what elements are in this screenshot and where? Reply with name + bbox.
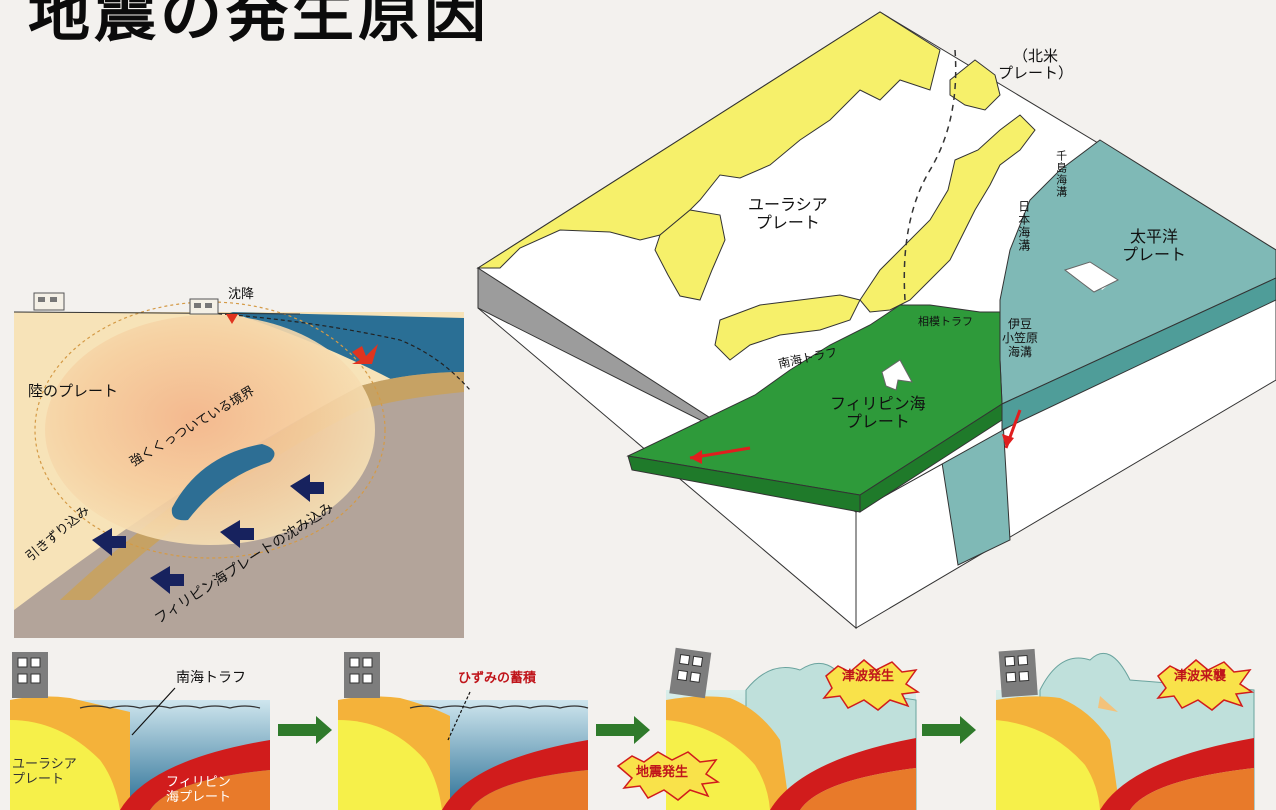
navy-arrow-icon <box>92 528 126 556</box>
building-icon <box>344 652 380 698</box>
philippine-motion-arrow-icon <box>881 359 913 391</box>
sequence-panels <box>10 647 1255 810</box>
building-icon <box>12 652 48 698</box>
earthquake-label: 地震発生 <box>636 765 689 780</box>
tsunami-arrival-label: 津波来襲 <box>1174 669 1227 684</box>
seq-eurasia-label: ユーラシア プレート <box>12 757 77 787</box>
nankai-subduction-arrow-icon <box>690 450 702 464</box>
navy-arrow-icon <box>150 566 184 594</box>
next-arrow-icon <box>596 716 650 744</box>
eurasia-plate-label: ユーラシア プレート <box>748 195 828 233</box>
izu-subduction-arrow-icon <box>1002 434 1014 448</box>
sequence-panel-3 <box>616 647 921 810</box>
sequence-panel-4 <box>996 648 1255 810</box>
page-title: 地震の発生原因 <box>28 0 491 50</box>
strain-label: ひずみの蓄積 <box>458 671 537 686</box>
tsunami-arrival-burst-icon <box>1156 659 1255 711</box>
pacific-plate-label: 太平洋 プレート <box>1122 227 1187 265</box>
kuril-trench-label: 千島海溝 <box>1054 150 1068 198</box>
japan-trench-label: 日本海溝 <box>1016 200 1031 252</box>
subsidence-arrow-icon <box>226 314 238 324</box>
seq-philippine-label: フィリピン 海プレート <box>166 775 232 805</box>
plate-block-map <box>476 11 1276 630</box>
sagami-trough-label: 相模トラフ <box>918 315 973 328</box>
red-arrow-icon <box>352 344 378 364</box>
building-icon <box>669 647 712 699</box>
sequence-panel-1 <box>10 652 270 810</box>
pacific-motion-arrow-icon <box>1063 261 1120 293</box>
cross-section-diagram <box>13 292 471 638</box>
building-icon <box>189 298 219 315</box>
locked-zone <box>171 444 275 521</box>
subsidence-label: 沈降 <box>228 287 255 302</box>
next-arrow-icon <box>922 716 976 744</box>
next-arrow-icon <box>278 716 332 744</box>
earthquake-burst-icon <box>616 751 721 801</box>
philippine-plate-label: フィリピン海 プレート <box>830 394 926 432</box>
sequence-panel-2 <box>338 652 589 810</box>
izu-bonin-trench-label: 伊豆 小笠原 海溝 <box>1002 317 1039 359</box>
navy-arrow-icon <box>220 520 254 548</box>
tsunami-generation-label: 津波発生 <box>842 669 895 684</box>
north-america-plate-label: （北米 プレート） <box>998 47 1074 83</box>
land-plate-label: 陸のプレート <box>28 382 119 400</box>
tsunami-burst-icon <box>822 659 921 711</box>
seq-nankai-trough-label: 南海トラフ <box>176 670 246 686</box>
navy-arrow-icon <box>290 474 324 502</box>
